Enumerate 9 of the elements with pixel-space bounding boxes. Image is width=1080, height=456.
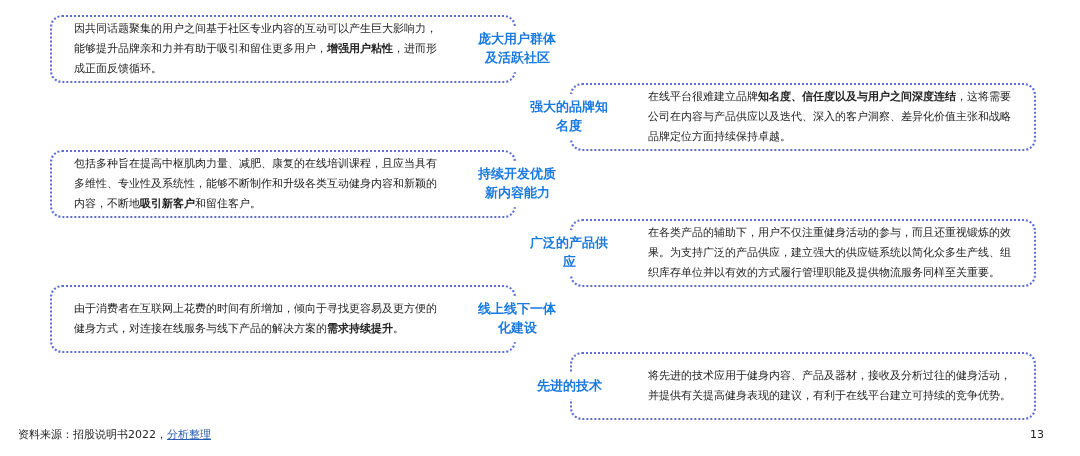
card-description: 将先进的技术应用于健身内容、产品及器材，接收及分析过往的健身活动，并提供有关提高健身表现的建议，有利于在线平台建立可持续的竞争优势。 xyxy=(648,368,1012,404)
source-note: 资料来源：招股说明书2022， xyxy=(18,427,167,442)
card-description: 由于消费者在互联网上花费的时间有所增加，倾向于寻找更容易及更方便的健身方式，对连接在线服务与线下产品的解决方案的需求持续提升。 xyxy=(74,301,438,337)
card-description: 在各类产品的辅助下，用户不仅注重健身活动的参与，而且还重视锻炼的效果。为支持广泛的产品供应，建立强大的供应链系统以简化众多生产线、组织库存单位并以有效的方式履行管理职能及提供物流服务同样至关重要。 xyxy=(648,225,1012,281)
page-number: 13 xyxy=(1030,428,1044,441)
source-link: 分析整理 xyxy=(167,427,211,442)
card-description: 包括多种旨在提高中枢肌肉力量、减肥、康复的在线培训课程，且应当具有多维性、专业性及系统性，能够不断制作和升级各类互动健身内容和新颖的内容，不断地吸引新客户和留住客户。 xyxy=(74,156,438,212)
card-description: 因共同话题聚集的用户之间基于社区专业内容的互动可以产生巨大影响力，能够提升品牌亲和力并有助于吸引和留住更多用户，增强用户粘性，进而形成正面反馈循环。 xyxy=(74,21,438,77)
card-description: 在线平台很难建立品牌知名度、信任度以及与用户之间深度连结，这将需要公司在内容与产品供应以及迭代、深入的客户洞察、差异化价值主张和战略品牌定位方面持续保持卓越。 xyxy=(648,89,1012,145)
